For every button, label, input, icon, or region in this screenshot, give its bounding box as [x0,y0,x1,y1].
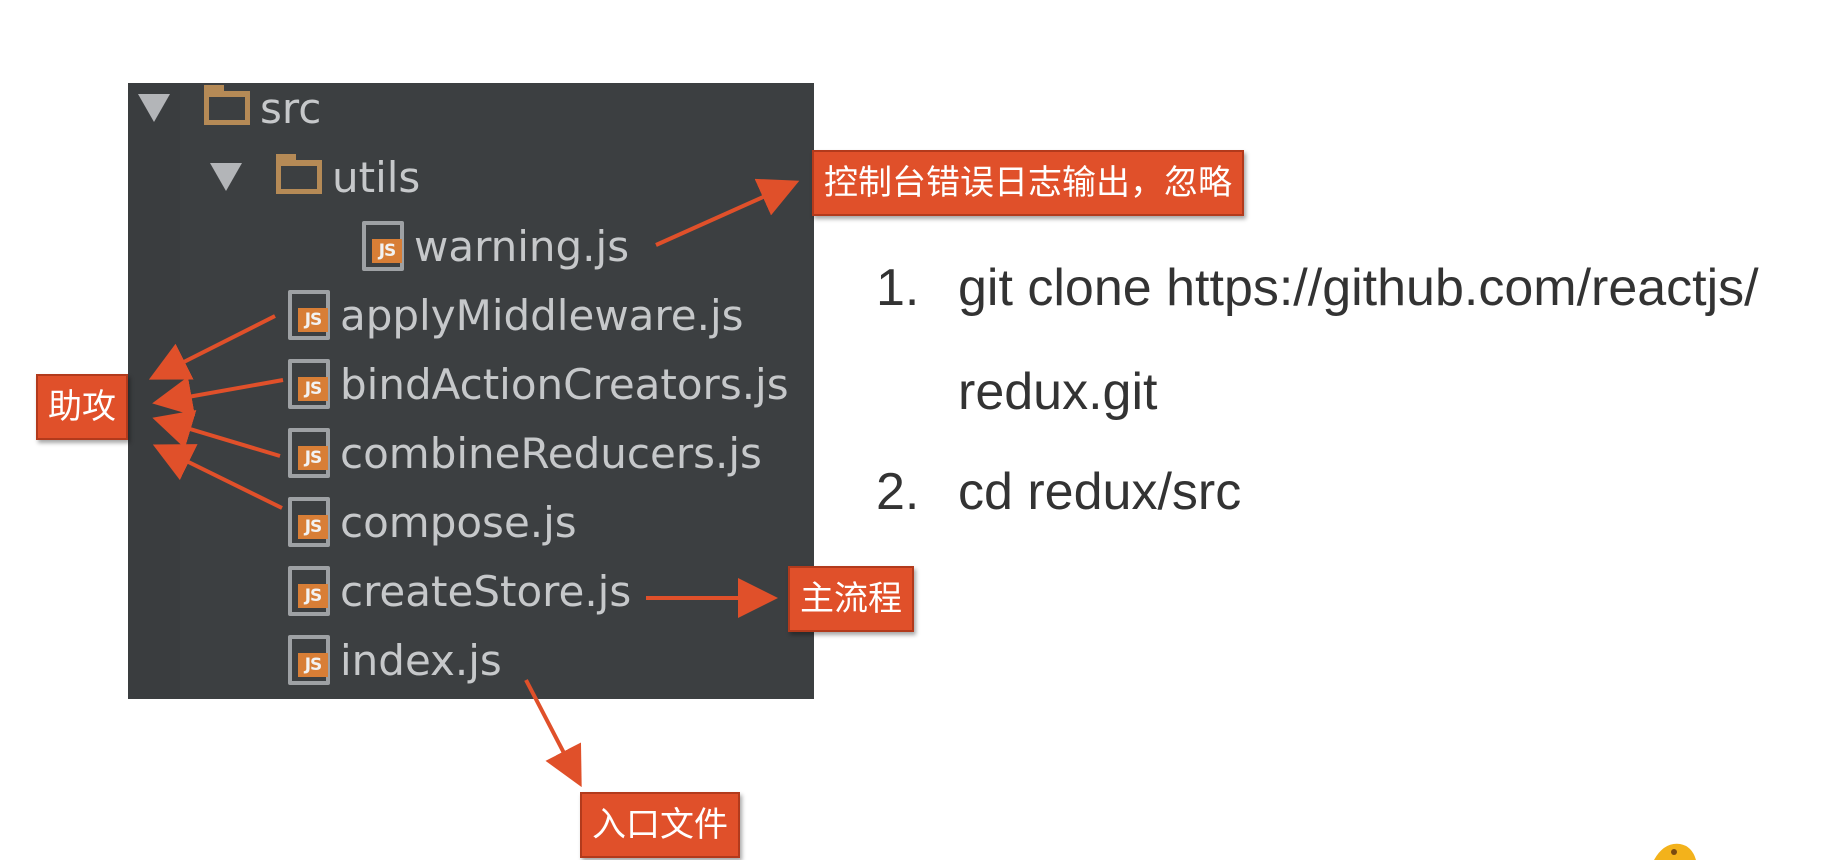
file-label: combineReducers.js [340,428,762,478]
folder-icon [276,154,322,194]
file-label: bindActionCreators.js [340,359,789,409]
js-file-icon [288,290,330,340]
tree-folder-src[interactable]: src [138,83,321,143]
file-label: warning.js [414,221,630,271]
js-file-icon [288,497,330,547]
arrow-combinereducers [152,410,281,458]
file-label: createStore.js [340,566,632,616]
tree-file-createstore[interactable]: createStore.js [288,556,631,626]
arrow-compose [152,444,283,510]
tree-file-index[interactable]: index.js [288,625,502,695]
callout-entry: 入口文件 [580,792,740,858]
js-file-icon [288,635,330,685]
callout-main-flow: 主流程 [788,566,914,632]
callout-helpers: 助攻 [36,374,128,440]
tree-file-compose[interactable]: compose.js [288,487,577,557]
tree-file-combinereducers[interactable]: combineReducers.js [288,418,762,488]
file-label: applyMiddleware.js [340,290,744,340]
tree-file-warning[interactable]: warning.js [362,211,629,281]
tree-folder-utils[interactable]: utils [210,142,420,212]
file-tree-panel: src utils warning.js applyMiddleware.js … [128,83,814,699]
step-number: 2. [876,463,920,521]
tree-file-bindactioncreators[interactable]: bindActionCreators.js [288,349,789,419]
file-label: compose.js [340,497,577,547]
arrow-bindactioncreators [152,376,284,417]
folder-label: utils [332,152,421,202]
arrow-applymiddleware [148,314,276,380]
arrow-warning [655,178,800,247]
tree-file-applymiddleware[interactable]: applyMiddleware.js [288,280,744,350]
expand-triangle-icon[interactable] [210,163,242,191]
folder-icon [204,85,250,125]
js-file-icon [288,566,330,616]
callout-warning: 控制台错误日志输出，忽略 [812,150,1244,216]
step-number: 1. [876,259,920,317]
expand-triangle-icon[interactable] [138,94,170,122]
step-text: redux.git [958,363,1158,421]
folder-label: src [260,83,322,133]
step-text: git clone https://github.com/reactjs/ [958,259,1759,317]
file-label: index.js [340,635,502,685]
js-file-icon [288,428,330,478]
step-text: cd redux/src [958,463,1242,521]
js-file-icon [288,359,330,409]
arrow-index [524,679,582,788]
js-file-icon [362,221,404,271]
mascot-icon [1654,843,1696,860]
